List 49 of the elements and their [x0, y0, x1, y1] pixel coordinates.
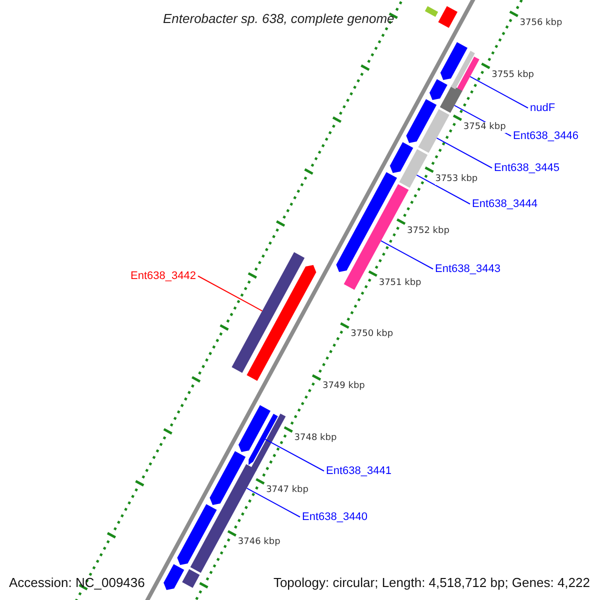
leader-line	[264, 438, 324, 472]
scale-label: 3754 kbp	[463, 122, 506, 133]
leader-line	[470, 76, 528, 108]
gene-label: Ent638_3443	[435, 262, 500, 276]
scale-label: 3748 kbp	[294, 433, 337, 444]
leader-line	[246, 488, 300, 518]
gene-feature-bar	[232, 252, 305, 373]
gene-feature-bar	[210, 451, 246, 505]
scale-label: 3751 kbp	[378, 278, 422, 289]
gene-label: Ent638_3442	[130, 269, 196, 283]
title: Enterobacter sp. 638, complete genome	[163, 10, 394, 28]
gene-label: Ent638_3445	[494, 161, 560, 175]
scale-label: 3749 kbp	[322, 381, 365, 392]
gene-label: Ent638_3441	[326, 464, 392, 478]
scale-label: 3750 kbp	[350, 329, 394, 340]
scale-label: 3747 kbp	[266, 485, 308, 496]
scale-label: 3753 kbp	[435, 174, 478, 185]
gene-feature-bar	[424, 6, 438, 17]
gene-feature-bar	[164, 564, 184, 590]
accession-text: Accession: NC_009436	[9, 574, 145, 592]
gene-feature-bar	[406, 99, 437, 143]
gene-label: Ent638_3446	[513, 129, 578, 143]
scale-label: 3746 kbp	[238, 537, 280, 548]
scale-label: 3752 kbp	[407, 226, 450, 237]
gene-feature-bar	[450, 50, 475, 90]
scale-label: 3755 kbp	[492, 70, 534, 81]
gene-label: Ent638_3440	[302, 510, 368, 524]
gene-feature-bar	[418, 109, 450, 153]
leader-line	[198, 276, 263, 312]
gene-feature-bar	[440, 42, 468, 80]
gene-label: nudF	[530, 101, 556, 115]
leader-line	[416, 174, 470, 204]
leader-line	[436, 138, 492, 168]
gene-feature-bar	[250, 414, 286, 472]
gene-feature-bar	[430, 79, 448, 100]
scale-label: 3756 kbp	[520, 18, 562, 29]
gene-feature-bar	[399, 149, 428, 188]
leader-line	[380, 240, 434, 270]
gene-feature-bar	[336, 172, 397, 272]
gene-feature-bar	[456, 56, 480, 92]
gene-feature-bar	[390, 142, 414, 173]
gene-feature-bar	[177, 504, 217, 565]
gene-feature-bar	[238, 405, 270, 452]
gene-label: Ent638_3444	[472, 197, 538, 211]
gene-feature-bar	[182, 569, 200, 588]
gene-feature-bar	[438, 6, 458, 28]
gene-feature-bar	[246, 265, 316, 381]
gene-feature-bar	[440, 85, 462, 113]
gene-feature-bar	[248, 414, 278, 465]
